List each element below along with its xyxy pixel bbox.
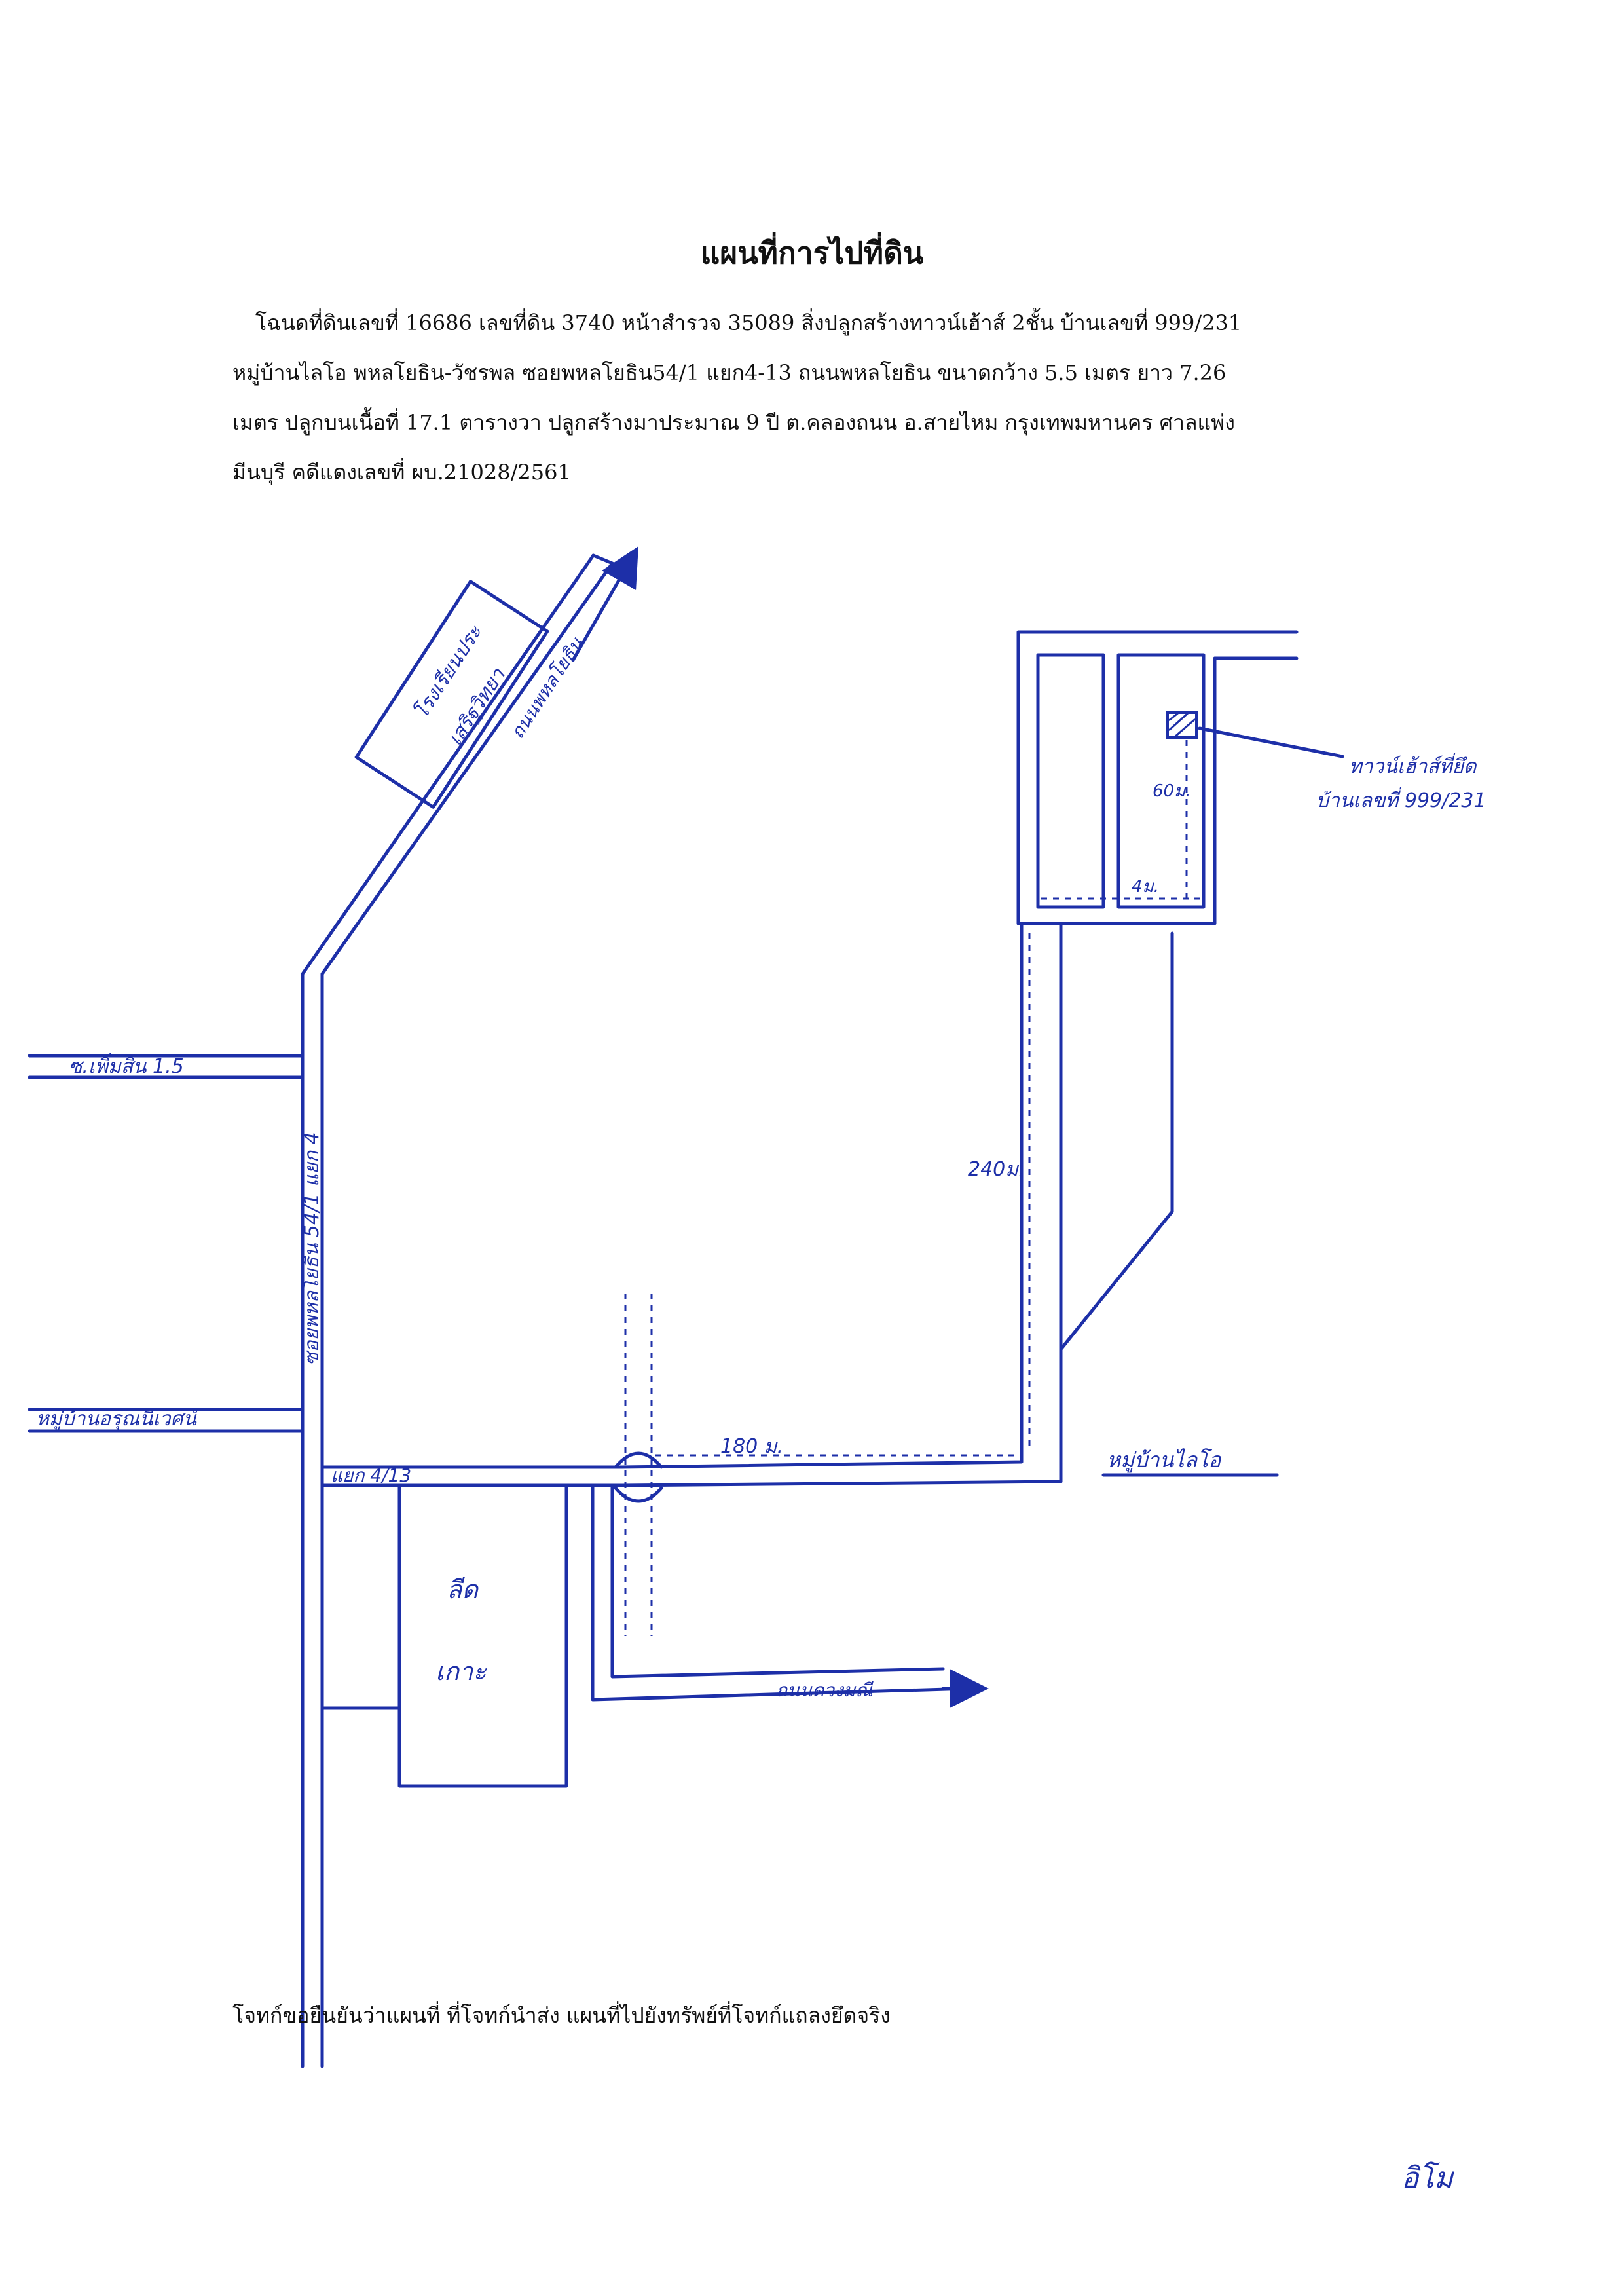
distance-4-label: 4ม. — [1132, 877, 1159, 897]
soi-main-road — [301, 553, 614, 2068]
description-line-3: เมตร ปลูกบนเนื้อที่ 17.1 ตารางวา ปลูกสร้… — [232, 410, 1235, 435]
main-road-label: ถนนพหลโยธิน — [506, 633, 588, 743]
arun-niwet-road — [28, 1408, 304, 1433]
soi-4-13-road — [320, 922, 1063, 1487]
soi-permsin-label: ซ.เพิ่มสิน 1.5 — [69, 1053, 184, 1078]
description-line-4: มีนบุรี คดีแดงเลขที่ ผบ.21028/2561 — [232, 460, 571, 485]
target-label-line1: ทาวน์เฮ้าส์ที่ยึด — [1349, 753, 1477, 778]
distance-60-label: 60ม. — [1153, 781, 1191, 801]
main-road-arrow — [571, 546, 638, 662]
target-pointer-line — [1198, 726, 1344, 758]
village-lane — [1059, 931, 1174, 1483]
arun-niwet-label: หมู่บ้านอรุณนิเวศน์ — [36, 1408, 200, 1430]
signature: อิโม — [1401, 2161, 1454, 2195]
document-title: แผนที่การไปที่ดิน — [700, 235, 924, 271]
school-building — [354, 580, 549, 809]
property-description: โฉนดที่ดินเลขที่ 16686 เลขที่ดิน 3740 หน… — [232, 298, 1431, 497]
target-label-line2: บ้านเลขที่ 999/231 — [1316, 787, 1486, 812]
distance-180-label: 180 ม. — [720, 1435, 783, 1458]
plaintiff-confirmation: โจทก์ขอยืนยันว่าแผนที่ ที่โจทก์นำส่ง แผน… — [232, 2003, 891, 2028]
village-lio-label: หมู่บ้านไลโอ — [1107, 1447, 1222, 1473]
target-townhouse-marker — [1166, 711, 1198, 739]
junction-label: แยก 4/13 — [331, 1465, 411, 1486]
village-block — [1016, 630, 1299, 925]
soi-permsin-road — [28, 1054, 304, 1079]
bridge — [614, 1451, 663, 1503]
island-label-1: ลีด — [447, 1575, 479, 1604]
island-block — [320, 1483, 568, 1788]
duang-manee-label: ถนนดวงมณี — [776, 1679, 874, 1701]
canal — [624, 1294, 653, 1636]
distance-240-label: 240ม. — [968, 1158, 1025, 1181]
description-line-1: โฉนดที่ดินเลขที่ 16686 เลขที่ดิน 3740 หน… — [255, 310, 1242, 335]
target-marker-hatching — [1168, 711, 1196, 737]
island-label-2: เกาะ — [435, 1657, 487, 1686]
distance-guides — [655, 740, 1202, 1457]
duang-manee-road — [591, 1483, 971, 1702]
description-line-2: หมู่บ้านไลโอ พหลโยธิน-วัชรพล ซอยพหลโยธิน… — [232, 360, 1227, 385]
soi-main-label: ซอยพหลโยธิน 54/1 แยก 4 — [300, 1132, 323, 1366]
